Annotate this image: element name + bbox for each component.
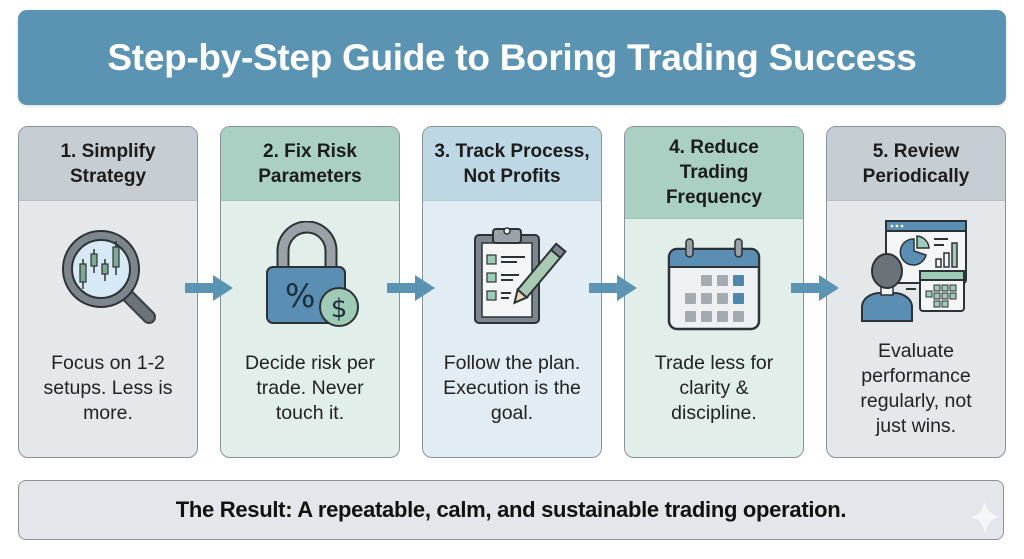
step-title: 3. Track Process,Not Profits [423, 127, 601, 201]
title-banner: Step-by-Step Guide to Boring Trading Suc… [18, 10, 1006, 105]
step-card-3: 3. Track Process,Not Profits Follow the … [422, 126, 602, 458]
arrow-right-icon [387, 275, 435, 301]
arrow-right-icon [589, 275, 637, 301]
svg-text:%: % [285, 277, 315, 315]
arrow-right-icon [791, 275, 839, 301]
step-description: Decide risk per trade. Never touch it. [244, 352, 376, 424]
step-description: Follow the plan. Execution is the goal. [443, 352, 581, 424]
padlock-percent-dollar-icon: % $ [221, 201, 399, 351]
clipboard-checklist-pencil-icon [423, 201, 601, 351]
result-box: The Result: A repeatable, calm, and sust… [18, 480, 1004, 540]
result-text: The Result: A repeatable, calm, and sust… [175, 497, 847, 522]
calendar-icon [625, 219, 803, 351]
step-description: Focus on 1-2 setups. Less is more. [43, 352, 173, 424]
step-description: Evaluate performance regularly, not just… [860, 340, 972, 437]
person-dashboard-review-icon [827, 201, 1005, 339]
page-title: Step-by-Step Guide to Boring Trading Suc… [107, 36, 917, 78]
arrow-right-icon [185, 275, 233, 301]
magnifier-candlestick-icon [19, 201, 197, 351]
step-description: Trade less for clarity & discipline. [654, 352, 774, 424]
svg-text:$: $ [331, 294, 348, 324]
sparkle-icon [970, 500, 1000, 534]
